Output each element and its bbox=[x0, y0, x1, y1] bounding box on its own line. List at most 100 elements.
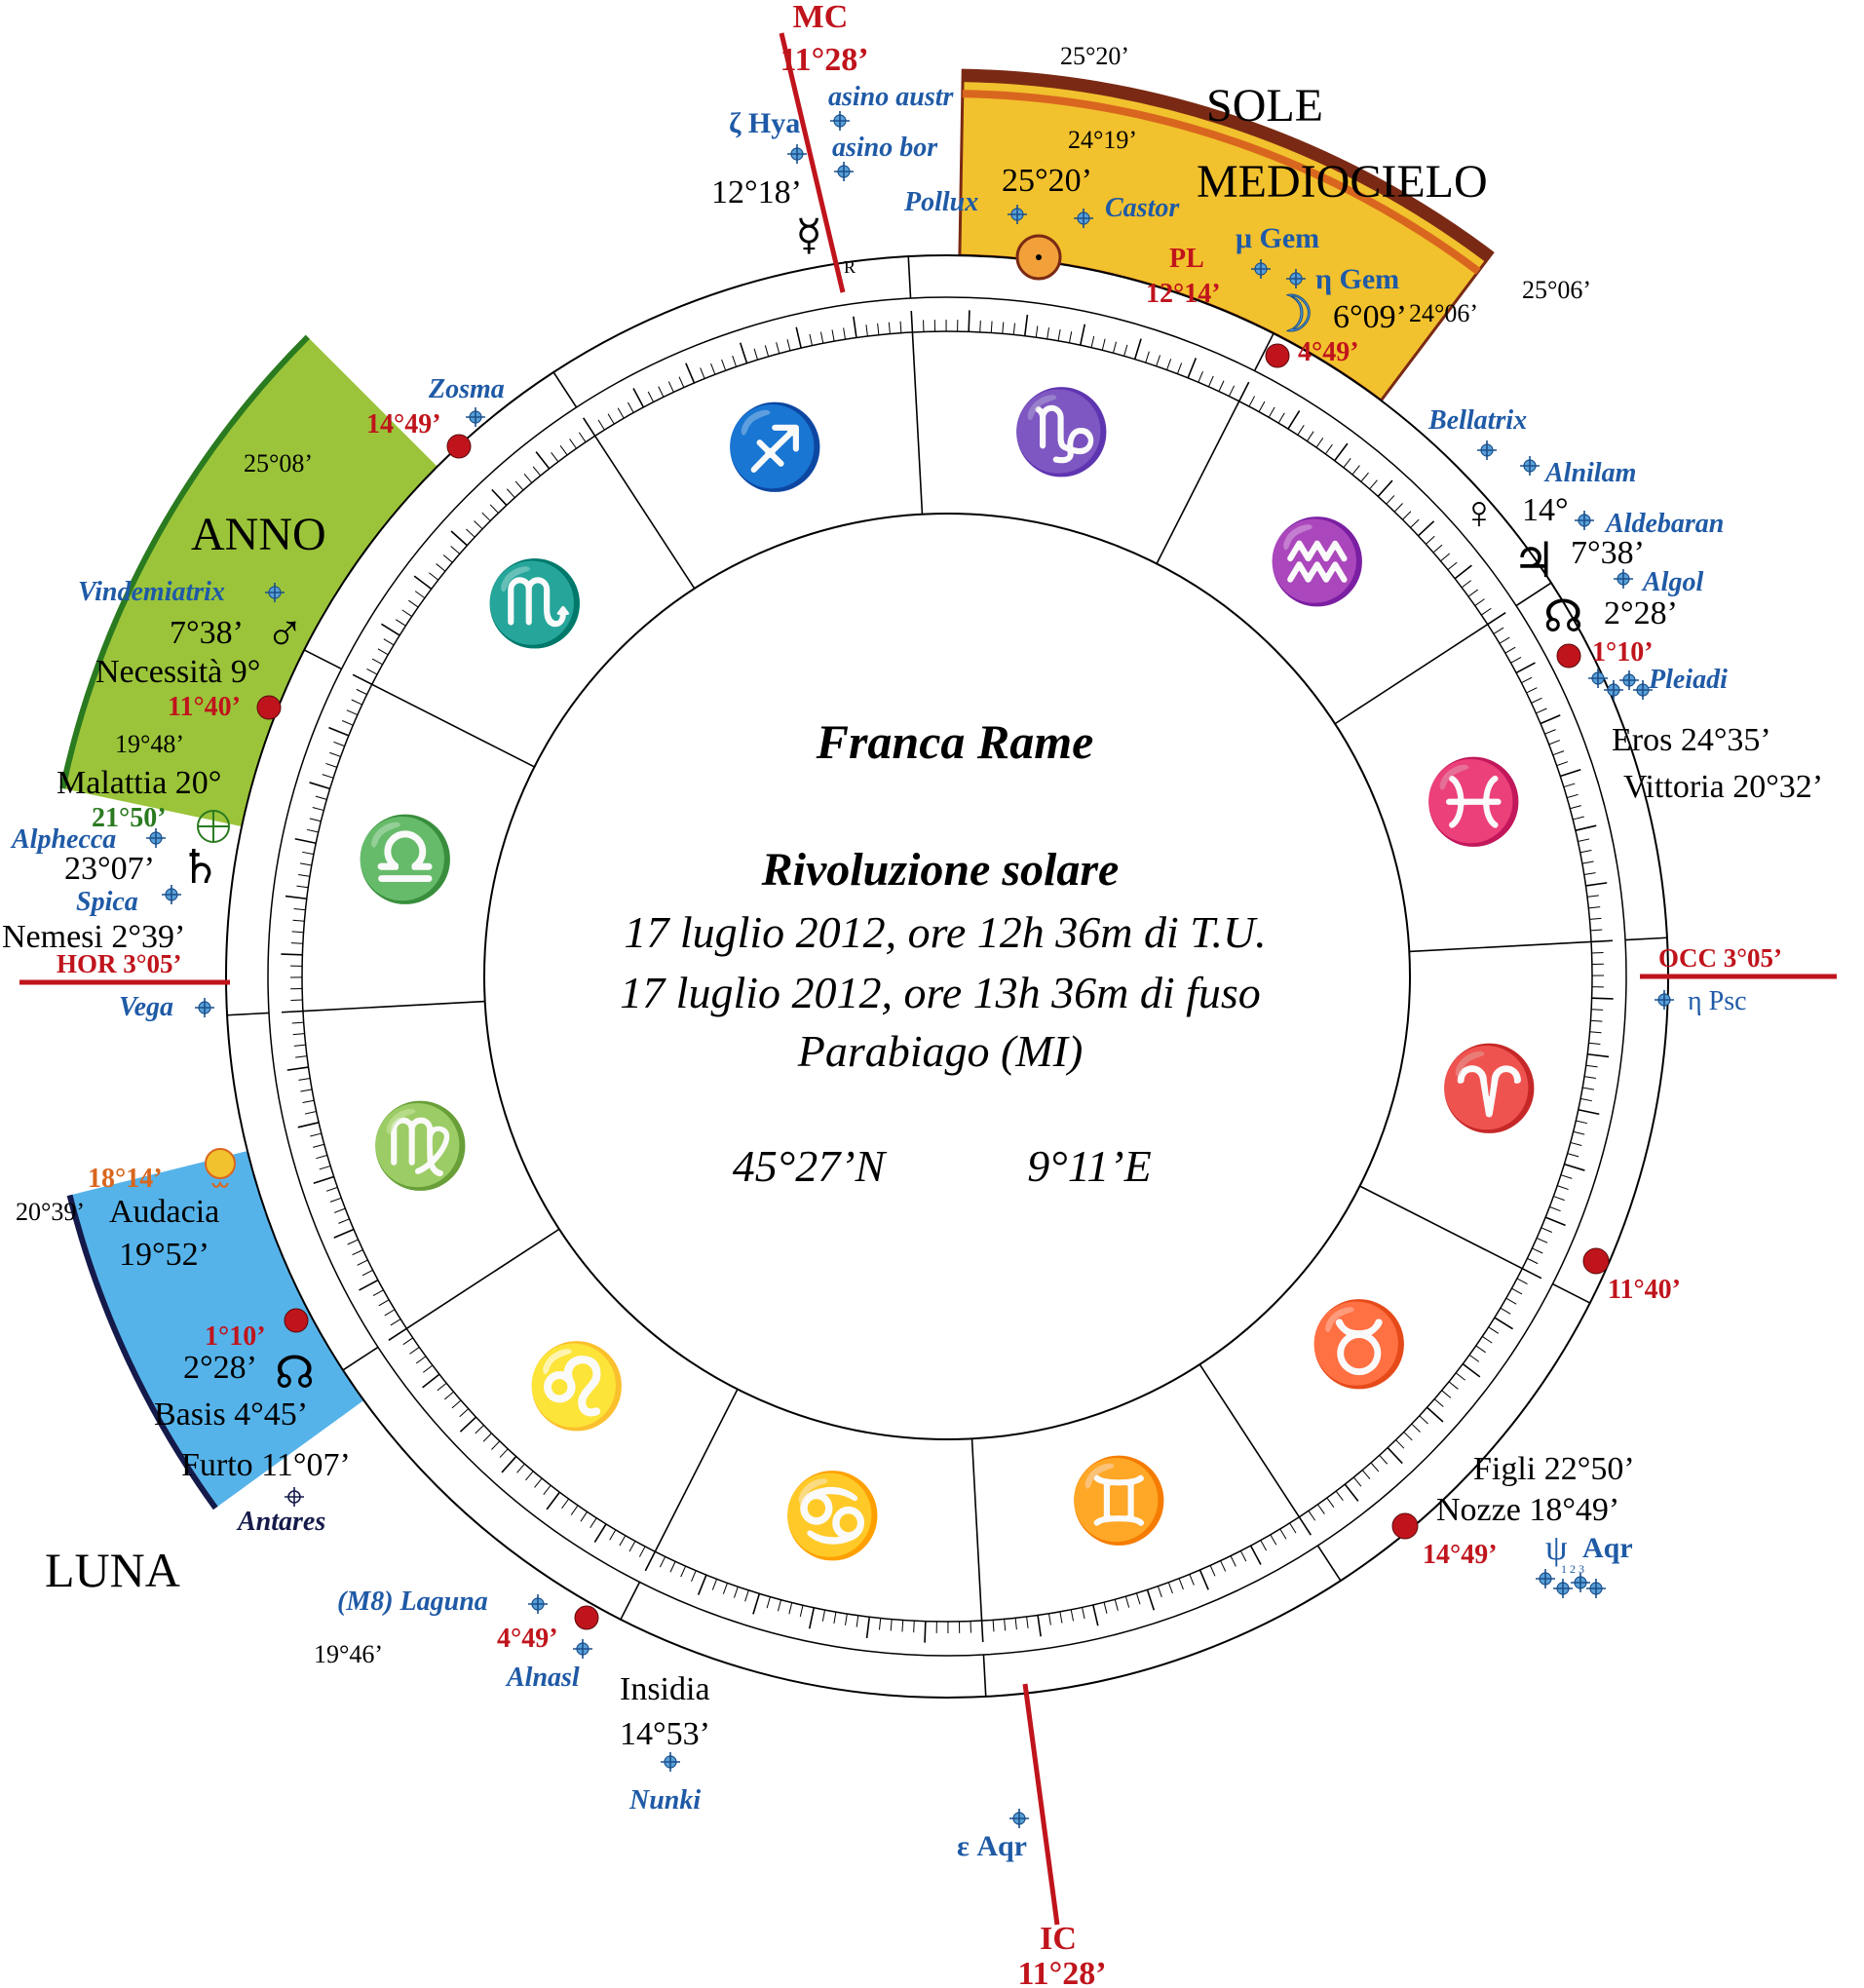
degree-tick bbox=[451, 1399, 462, 1409]
degree-tick bbox=[710, 363, 716, 375]
eps-aqr-star-icon bbox=[1008, 1808, 1030, 1829]
node-position-right: 2°28’ bbox=[1604, 595, 1678, 631]
degree-tick bbox=[1315, 438, 1324, 448]
degree-tick bbox=[1515, 662, 1536, 674]
saturn-icon: ♄ bbox=[179, 842, 221, 894]
degree-tick bbox=[1504, 646, 1516, 654]
degree-tick bbox=[1494, 1317, 1513, 1330]
degree-tick bbox=[442, 554, 453, 563]
sector-labels: SOLE MEDIOCIELO 25°20’ 24°19’ 25°06’ 24°… bbox=[16, 42, 1591, 1668]
degree-tick bbox=[1277, 412, 1285, 424]
degree-tick bbox=[597, 419, 605, 431]
degree-tick bbox=[1090, 335, 1095, 348]
degree-tick bbox=[1567, 1153, 1579, 1158]
psi-icon: ψ bbox=[1545, 1528, 1568, 1567]
degree-tick bbox=[590, 1517, 597, 1529]
degree-tick bbox=[291, 931, 304, 934]
lilith-position: 18°14’ bbox=[88, 1164, 163, 1194]
sign-divider-outer bbox=[907, 256, 912, 299]
degree-tick bbox=[1317, 1504, 1325, 1514]
vittoria-label: Vittoria 20°32’ bbox=[1623, 769, 1823, 805]
node-icon-left: ☊ bbox=[275, 1348, 315, 1397]
degree-tick bbox=[286, 1066, 309, 1071]
sign-divider bbox=[302, 1000, 485, 1013]
degree-tick bbox=[443, 1391, 454, 1400]
degree-tick bbox=[1101, 338, 1106, 351]
red-1-10-right: 1°10’ bbox=[1592, 637, 1654, 668]
degree-tick bbox=[475, 1425, 484, 1434]
eps-aqr-label: ε Aqr bbox=[957, 1830, 1027, 1862]
red-marker-11-40-right bbox=[1582, 1247, 1610, 1275]
sign-cancer-icon: ♋ bbox=[781, 1469, 884, 1562]
longitude: 9°11’E bbox=[1027, 1141, 1151, 1191]
degree-tick bbox=[609, 1529, 617, 1541]
degree-tick bbox=[1482, 1336, 1493, 1344]
degree-tick bbox=[1516, 1278, 1528, 1285]
degree-tick bbox=[1386, 495, 1395, 505]
sole-title: SOLE bbox=[1206, 80, 1323, 132]
degree-tick bbox=[414, 591, 426, 599]
red-14-49-top: 14°49’ bbox=[366, 409, 441, 440]
asino-bor-star-icon bbox=[833, 161, 855, 182]
degree-tick bbox=[329, 751, 341, 757]
venus-icon: ♀ bbox=[1462, 487, 1497, 539]
degree-tick bbox=[1370, 1462, 1380, 1472]
degree-tick bbox=[352, 673, 373, 685]
degree-tick bbox=[1047, 1613, 1051, 1625]
spica-label: Spica bbox=[76, 887, 138, 917]
degree-tick bbox=[1510, 656, 1522, 664]
degree-tick bbox=[309, 782, 330, 790]
moon-red-marker bbox=[1265, 343, 1290, 368]
degree-tick bbox=[691, 1570, 697, 1582]
bellatrix-star-icon bbox=[1476, 440, 1498, 461]
degree-tick bbox=[1566, 793, 1579, 799]
sole-start: 25°20’ bbox=[1060, 42, 1129, 70]
degree-tick bbox=[1112, 341, 1118, 354]
degree-tick bbox=[1260, 1540, 1268, 1551]
degree-tick bbox=[1218, 380, 1225, 392]
degree-tick bbox=[491, 1440, 501, 1450]
degree-tick bbox=[281, 1010, 303, 1013]
axes bbox=[19, 32, 1837, 1926]
degree-tick bbox=[297, 1122, 320, 1128]
sign-dividers bbox=[227, 256, 1667, 1697]
furto-label: Furto 11°07’ bbox=[181, 1447, 351, 1483]
degree-tick bbox=[1589, 1031, 1602, 1034]
degree-tick bbox=[281, 953, 303, 956]
aldebaran-star-icon bbox=[1574, 510, 1595, 531]
zodiac-wheel: ♈♉♊♋♌♍♎♏♐♑♒♓ bbox=[225, 254, 1669, 1699]
degree-tick bbox=[685, 363, 696, 384]
part-of-fortune-icon bbox=[197, 810, 230, 843]
eta-psc-label: η Psc bbox=[1688, 986, 1747, 1016]
degree-tick bbox=[523, 473, 533, 483]
degree-tick bbox=[366, 668, 378, 675]
degree-tick bbox=[1588, 1042, 1601, 1046]
degree-tick bbox=[1591, 939, 1614, 943]
ic-value: 11°28’ bbox=[1017, 1956, 1106, 1988]
degree-tick bbox=[1198, 371, 1203, 383]
degree-tick bbox=[1579, 849, 1592, 854]
degree-tick bbox=[1475, 1345, 1486, 1354]
degree-tick bbox=[359, 1279, 379, 1291]
alnasl-star-icon bbox=[572, 1638, 593, 1660]
degree-tick bbox=[295, 1055, 308, 1058]
laguna-label: (M8) Laguna bbox=[337, 1587, 488, 1617]
degree-tick bbox=[1079, 324, 1086, 346]
degree-tick bbox=[1268, 406, 1275, 418]
degree-tick bbox=[1585, 882, 1608, 887]
eros-label: Eros 24°35’ bbox=[1612, 722, 1771, 758]
degree-tick bbox=[1583, 872, 1596, 876]
degree-tick bbox=[1531, 697, 1542, 704]
sign-divider bbox=[654, 1389, 739, 1552]
degree-tick bbox=[304, 1111, 317, 1115]
sign-divider-outer bbox=[227, 1012, 270, 1016]
degree-tick bbox=[290, 942, 303, 944]
degree-tick bbox=[1589, 917, 1602, 920]
degree-tick bbox=[853, 316, 857, 338]
degree-tick bbox=[532, 466, 542, 477]
degree-tick bbox=[546, 1491, 560, 1510]
degree-tick bbox=[593, 1523, 607, 1543]
vega-star-icon bbox=[194, 997, 215, 1018]
degree-tick bbox=[1270, 1534, 1277, 1546]
lilith-icon bbox=[205, 1148, 236, 1188]
